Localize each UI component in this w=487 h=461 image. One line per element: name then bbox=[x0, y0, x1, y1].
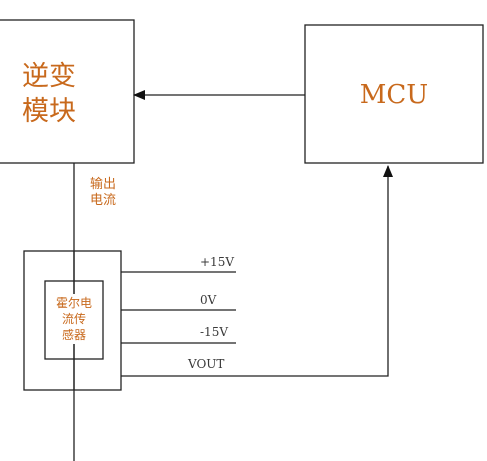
mcu-box bbox=[304, 24, 484, 164]
inverter-module-box bbox=[0, 19, 135, 164]
pin-plus15v-label: +15V bbox=[200, 255, 234, 269]
output-current-label-line2: 电流 bbox=[90, 193, 116, 208]
mcu-label: MCU bbox=[360, 80, 428, 110]
hall-sensor-label-backdrop bbox=[49, 294, 99, 344]
vout-feedback-line bbox=[121, 165, 393, 377]
hall-sensor-label-line1: 霍尔电 bbox=[56, 295, 92, 310]
pin-0v-label: 0V bbox=[200, 293, 217, 307]
hall-sensor-outer-box bbox=[23, 250, 122, 391]
pin-minus15v-label: -15V bbox=[200, 325, 228, 339]
hall-sensor-label-line3: 感器 bbox=[62, 327, 86, 342]
inverter-module-label-line1: 逆变 bbox=[22, 61, 76, 92]
output-current-label-line1: 输出 bbox=[90, 176, 116, 192]
hall-sensor-label-line2: 流传 bbox=[62, 311, 86, 326]
pin-vout-label: VOUT bbox=[187, 357, 224, 371]
inverter-module-label-line2: 模块 bbox=[22, 96, 76, 127]
